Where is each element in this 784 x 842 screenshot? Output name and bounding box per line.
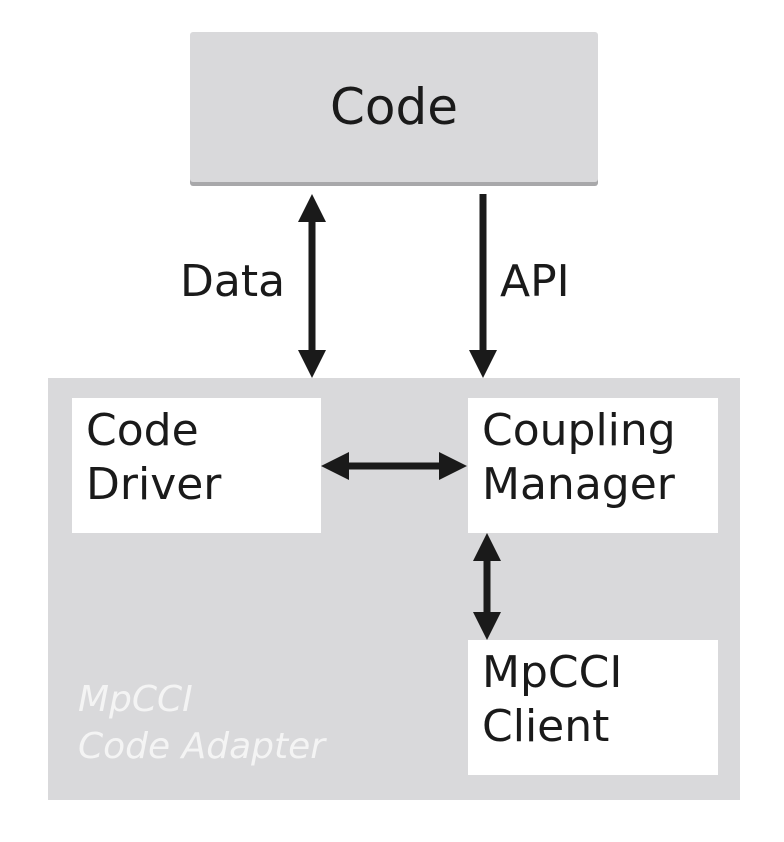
code-adapter-label: MpCCI Code Adapter <box>78 676 325 770</box>
code-box: Code <box>190 32 598 182</box>
code-adapter-label-line2: Code Adapter <box>78 726 326 767</box>
api-arrow-label: API <box>500 256 570 307</box>
code-driver-box: Code Driver <box>72 398 321 533</box>
code-adapter-label-line1: MpCCI <box>78 679 193 720</box>
coupling-manager-box: Coupling Manager <box>468 398 718 533</box>
coupling-manager-label-line1: Coupling <box>482 405 676 456</box>
mpcci-client-label-line2: Client <box>482 701 610 752</box>
coupling-manager-label-line2: Manager <box>482 459 675 510</box>
api-arrow <box>469 194 497 378</box>
code-driver-label-line1: Code <box>86 405 199 456</box>
code-box-label: Code <box>329 78 458 136</box>
code-driver-label-line2: Driver <box>86 459 222 510</box>
data-arrow-label: Data <box>180 256 286 307</box>
mpcci-client-box: MpCCI Client <box>468 640 718 775</box>
data-arrow <box>298 194 326 378</box>
mpcci-client-label-line1: MpCCI <box>482 647 623 698</box>
